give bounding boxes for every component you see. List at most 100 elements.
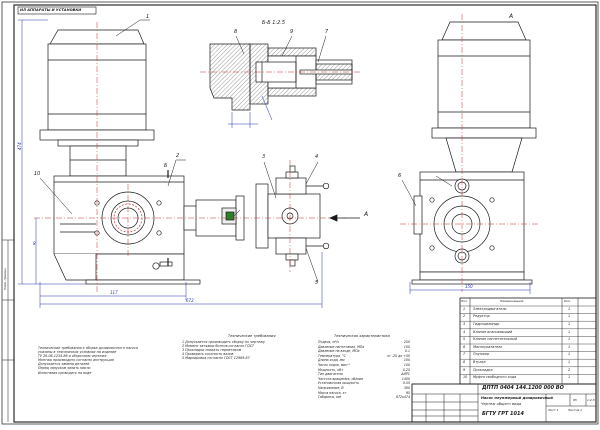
dim-overall-height: 474 [17,142,22,150]
front-centerlines [34,22,346,292]
parts-qty: 1 [568,314,571,319]
mass-value: 95 [573,398,577,402]
callout-8: 8 [234,29,238,35]
spec-value: 1400 [401,376,410,381]
parts-name: Клапан нагнетательный [473,337,517,342]
callout-9: 9 [290,29,294,35]
parts-pos: 6 [463,344,466,349]
front-dimensions [18,19,323,308]
spec-row: Длина хода, мм 100 [318,358,410,363]
parts-name: Маслоуказатель [473,344,503,349]
parts-name: Прокладка [473,367,493,372]
parts-header-pos: Поз. [461,299,468,303]
dim-width-bottom: 117 [110,290,118,295]
callout-10: 10 [34,171,41,177]
spec-value: 100 [403,362,410,367]
parts-name: Втулка [473,360,486,364]
notes-mid: 1 Допускается производить сборку по черт… [182,340,316,360]
spec-row: Масса насоса, кг 95 [318,391,410,396]
parts-pos: 1 [463,306,466,311]
note-line: Испытания проводить на воде [38,370,92,375]
note-line: 2 Момент затяжки болтов согласно ГОСТ [182,344,255,349]
spec-key: Длина хода, мм [318,358,345,363]
parts-qty: 1 [568,322,571,326]
parts-pos: 3 [463,322,466,326]
side-stamp: Перв. примен. [3,267,7,290]
spec-row: Число ходов, мин⁻¹ 100 [318,363,410,368]
spec-value: 100 [403,358,410,363]
spec-key: Число ходов, мин⁻¹ [318,362,351,367]
callout-3: 3 [262,154,266,160]
callout-1: 1 [146,14,150,20]
parts-name: Гидроцилиндр [473,322,500,326]
parts-qty: 1 [568,360,571,364]
parts-pos: 7 [463,352,466,357]
note-line: 1 Допускается производить сборку по черт… [182,340,266,344]
side-dimensions [409,282,531,294]
callout-5: 5 [315,280,319,286]
parts-pos: 8 [463,360,466,364]
spec-key: Температура, °C [318,353,346,358]
parts-qty: 1 [568,344,571,349]
spec-value: АИРС [401,372,410,377]
section-title: Б-Б 1:2.5 [262,20,286,26]
spec-title: Техническая характеристика [334,334,390,338]
callout-4: 4 [315,154,319,160]
dim-side-small: 150 [465,284,473,289]
note-line: 5 Маркировка согласно ГОСТ 12969-67 [182,356,250,361]
notes-mid-title: Технические требования [228,334,276,338]
parts-qty: 1 [568,337,571,342]
parts-pos: 10 [463,375,468,380]
callout-7: 7 [325,29,329,35]
callout-leaders [39,19,327,283]
spec-value: 95 [405,390,410,395]
section-letter: Б [164,163,168,169]
view-arrow-a [328,214,360,222]
org-name: БГТУ ГРТ 1014 [482,411,524,417]
spec-value: от -20 до +50 [387,353,410,358]
parts-name: Редуктор [473,314,490,319]
spec-key: Масса насоса, кг [318,390,347,395]
parts-header-qty: Кол. [564,299,571,303]
note-line: Технические требования к сборке дозирово… [38,346,138,350]
parts-list-rows [460,305,596,375]
note-line: ТУ 26-06-1234-86 и сборочном чертеже [38,354,107,359]
note-line: Перед запуском залить масло [38,366,91,371]
parts-pos: 2 [463,314,466,319]
spec-row: Температура, °C от -20 до +50 [318,354,410,359]
spec-key: Габариты, мм [318,395,341,400]
spec-value: 0.55 [402,381,410,386]
side-centerlines [400,14,540,292]
spec-value: 100 [403,344,410,349]
section-dimensions [228,95,273,128]
parts-pos: 5 [463,337,466,342]
view-a-arrow-label: А [364,211,369,218]
sheet-count: Листов 1 [568,408,583,412]
note-line: Монтаж производить согласно инструкции [38,358,114,363]
parts-name: Клапан всасывающий [473,329,513,334]
parts-qty: 1 [568,306,571,311]
parts-pos: 9 [463,367,466,372]
note-line: указаны в технических условиях на издели… [38,350,117,355]
sheet-number: Лист 1 [548,408,559,412]
parts-qty: 1 [568,352,571,357]
spec-key: Давление нагнетания, МПа [318,344,365,349]
callout-2: 2 [176,153,180,159]
side-leaders [401,175,453,207]
doc-title: Насос плунжерный дозировочный [481,396,553,400]
parts-pos: 4 [463,329,466,334]
parts-name: Муфта свободного хода [473,375,517,380]
scale-value: 1:2.5 [587,398,595,402]
spec-key: Тип двигателя [318,372,343,377]
parts-qty: 2 [568,367,571,372]
spec-key: Частота вращения, об/мин [318,376,363,381]
note-line: 3 Прокладки смазать герметиком [182,348,242,353]
parts-qty: 1 [568,329,571,334]
notes-left: Технические требования к сборке дозирово… [38,346,178,375]
parts-name: Электродвигатель [473,306,507,311]
